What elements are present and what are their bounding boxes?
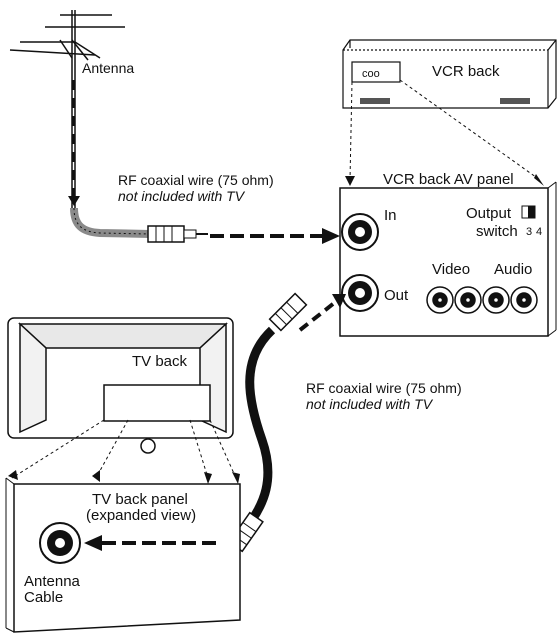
tv-back-label: TV back: [132, 353, 188, 370]
vcr-out-arrow: [298, 294, 346, 332]
rf-wire-top-label: RF coaxial wire (75 ohm): [118, 172, 274, 188]
vcr-back-av-panel-label: VCR back AV panel: [383, 171, 514, 188]
vcr-back-label: VCR back: [432, 63, 500, 80]
antenna-down-arrow: [68, 80, 80, 206]
tv-antenna-cable-jack: [39, 522, 81, 564]
tv-back-illustration: [7, 317, 234, 454]
antenna-label: Antenna: [82, 60, 135, 76]
top-arrow-to-vcr-in: [210, 228, 340, 244]
av-jacks: [426, 286, 538, 314]
vcr-out-jack: [341, 274, 379, 312]
antenna-illustration: [9, 10, 125, 210]
vcr-back-box: [342, 39, 557, 109]
antenna-cable-label-line1: Antenna: [24, 573, 80, 590]
tv-back-panel-label-line1: TV back panel: [92, 491, 188, 508]
vcr-back-connector-text: coo: [362, 68, 380, 80]
output-switch: [521, 205, 536, 219]
switch-channel-4: 4: [536, 226, 543, 238]
tv-projection-lines: [11, 419, 237, 479]
antenna-cable-label-line2: Cable: [24, 589, 64, 606]
video-label: Video: [432, 261, 471, 278]
rf-wire-bottom-label: RF coaxial wire (75 ohm): [306, 380, 462, 396]
rf-wire-top-note: not included with TV: [118, 188, 245, 204]
output-switch-label-line1: Output: [466, 205, 512, 222]
top-rf-cable: [70, 207, 208, 243]
tv-back-panel: [5, 477, 241, 633]
rf-wire-bottom-note: not included with TV: [306, 396, 433, 412]
vcr-projection-lines: [349, 79, 541, 181]
arrow-to-tv-jack: [84, 535, 216, 551]
switch-channel-3: 3: [526, 226, 533, 238]
output-switch-label-line2: switch: [476, 223, 518, 240]
audio-label: Audio: [494, 261, 533, 278]
out-label: Out: [384, 287, 409, 304]
vcr-in-jack: [341, 213, 379, 251]
in-label: In: [384, 207, 397, 224]
tv-back-panel-label-line2: (expanded view): [86, 507, 197, 524]
